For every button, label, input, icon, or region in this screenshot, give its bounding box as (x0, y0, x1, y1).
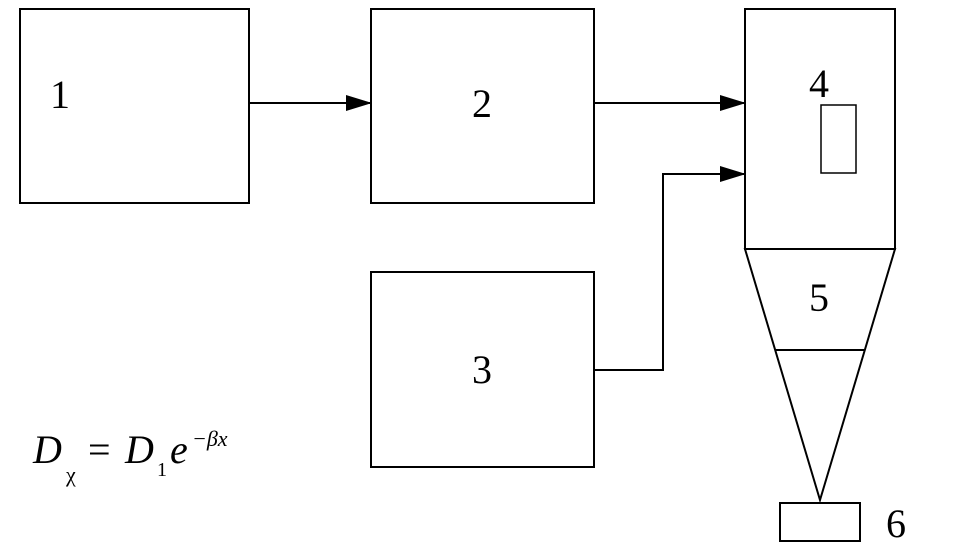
formula-rhs-exp: −βx (192, 426, 228, 451)
arrow-3-to-4 (594, 166, 746, 371)
block-3-label: 3 (472, 347, 492, 392)
block-4-inner-window (820, 104, 857, 174)
block-5-label: 5 (809, 275, 829, 320)
block-5-funnel (743, 248, 897, 504)
formula-rhs-base: e (170, 427, 188, 472)
formula-rhs-var: D (124, 427, 154, 472)
block-6-box (779, 502, 861, 542)
block-1-box (19, 8, 250, 204)
formula: D χ = D 1 e −βx (32, 426, 228, 487)
formula-lhs-var: D (32, 427, 62, 472)
formula-lhs-sub: χ (65, 462, 76, 487)
block-1-label: 1 (50, 72, 70, 117)
block-4-label: 4 (809, 61, 829, 106)
block-2-label: 2 (472, 81, 492, 126)
block-4-box (744, 8, 896, 250)
formula-equals: = (88, 427, 111, 472)
formula-rhs-sub: 1 (157, 459, 167, 481)
block-6-label: 6 (886, 501, 906, 546)
